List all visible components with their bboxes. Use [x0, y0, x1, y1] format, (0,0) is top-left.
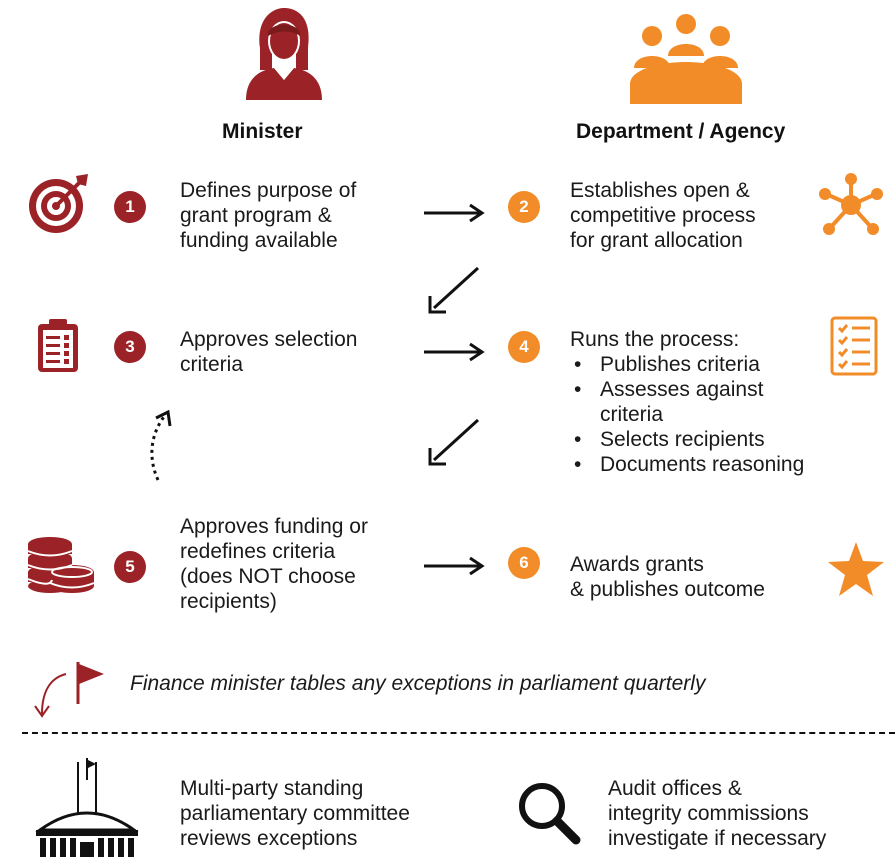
- checklist-icon: [830, 316, 878, 376]
- arrow-1-to-2: [422, 203, 488, 228]
- minister-header: Minister: [222, 120, 303, 143]
- target-icon: [26, 172, 90, 236]
- step-4-bullet: Selects recipients: [570, 427, 804, 452]
- step-1-badge: 1: [114, 191, 146, 223]
- step-4-badge: 4: [508, 331, 540, 363]
- arrow-5-to-6: [422, 556, 488, 581]
- arrow-3-to-4: [422, 342, 488, 367]
- step-4-bullet: Publishes criteria: [570, 352, 804, 377]
- exception-note: Finance minister tables any exceptions i…: [130, 672, 706, 695]
- step-4-bullet: Documents reasoning: [570, 452, 804, 477]
- arrow-2-to-3: [426, 266, 482, 321]
- flag-icon: [74, 660, 108, 711]
- network-icon: [818, 172, 884, 238]
- step-4-text: Runs the process: Publishes criteria Ass…: [570, 327, 804, 477]
- clipboard-icon: [36, 318, 80, 374]
- step-3-badge: 3: [114, 331, 146, 363]
- coins-icon: [24, 536, 96, 596]
- magnifier-icon: [516, 780, 581, 845]
- department-header: Department / Agency: [576, 120, 786, 143]
- step-6-text: Awards grants& publishes outcome: [570, 553, 765, 601]
- arrow-4-to-5: [426, 418, 482, 473]
- curved-arrow-icon: [32, 668, 72, 725]
- dashed-divider: [22, 732, 895, 734]
- minister-person-icon: [238, 8, 328, 100]
- dotted-return-arrow: [146, 408, 176, 489]
- step-6-badge: 6: [508, 547, 540, 579]
- step-5-badge: 5: [114, 551, 146, 583]
- star-icon: [826, 540, 886, 598]
- parliament-house-icon: [34, 758, 140, 857]
- step-2-badge: 2: [508, 191, 540, 223]
- department-group-icon: [628, 12, 744, 104]
